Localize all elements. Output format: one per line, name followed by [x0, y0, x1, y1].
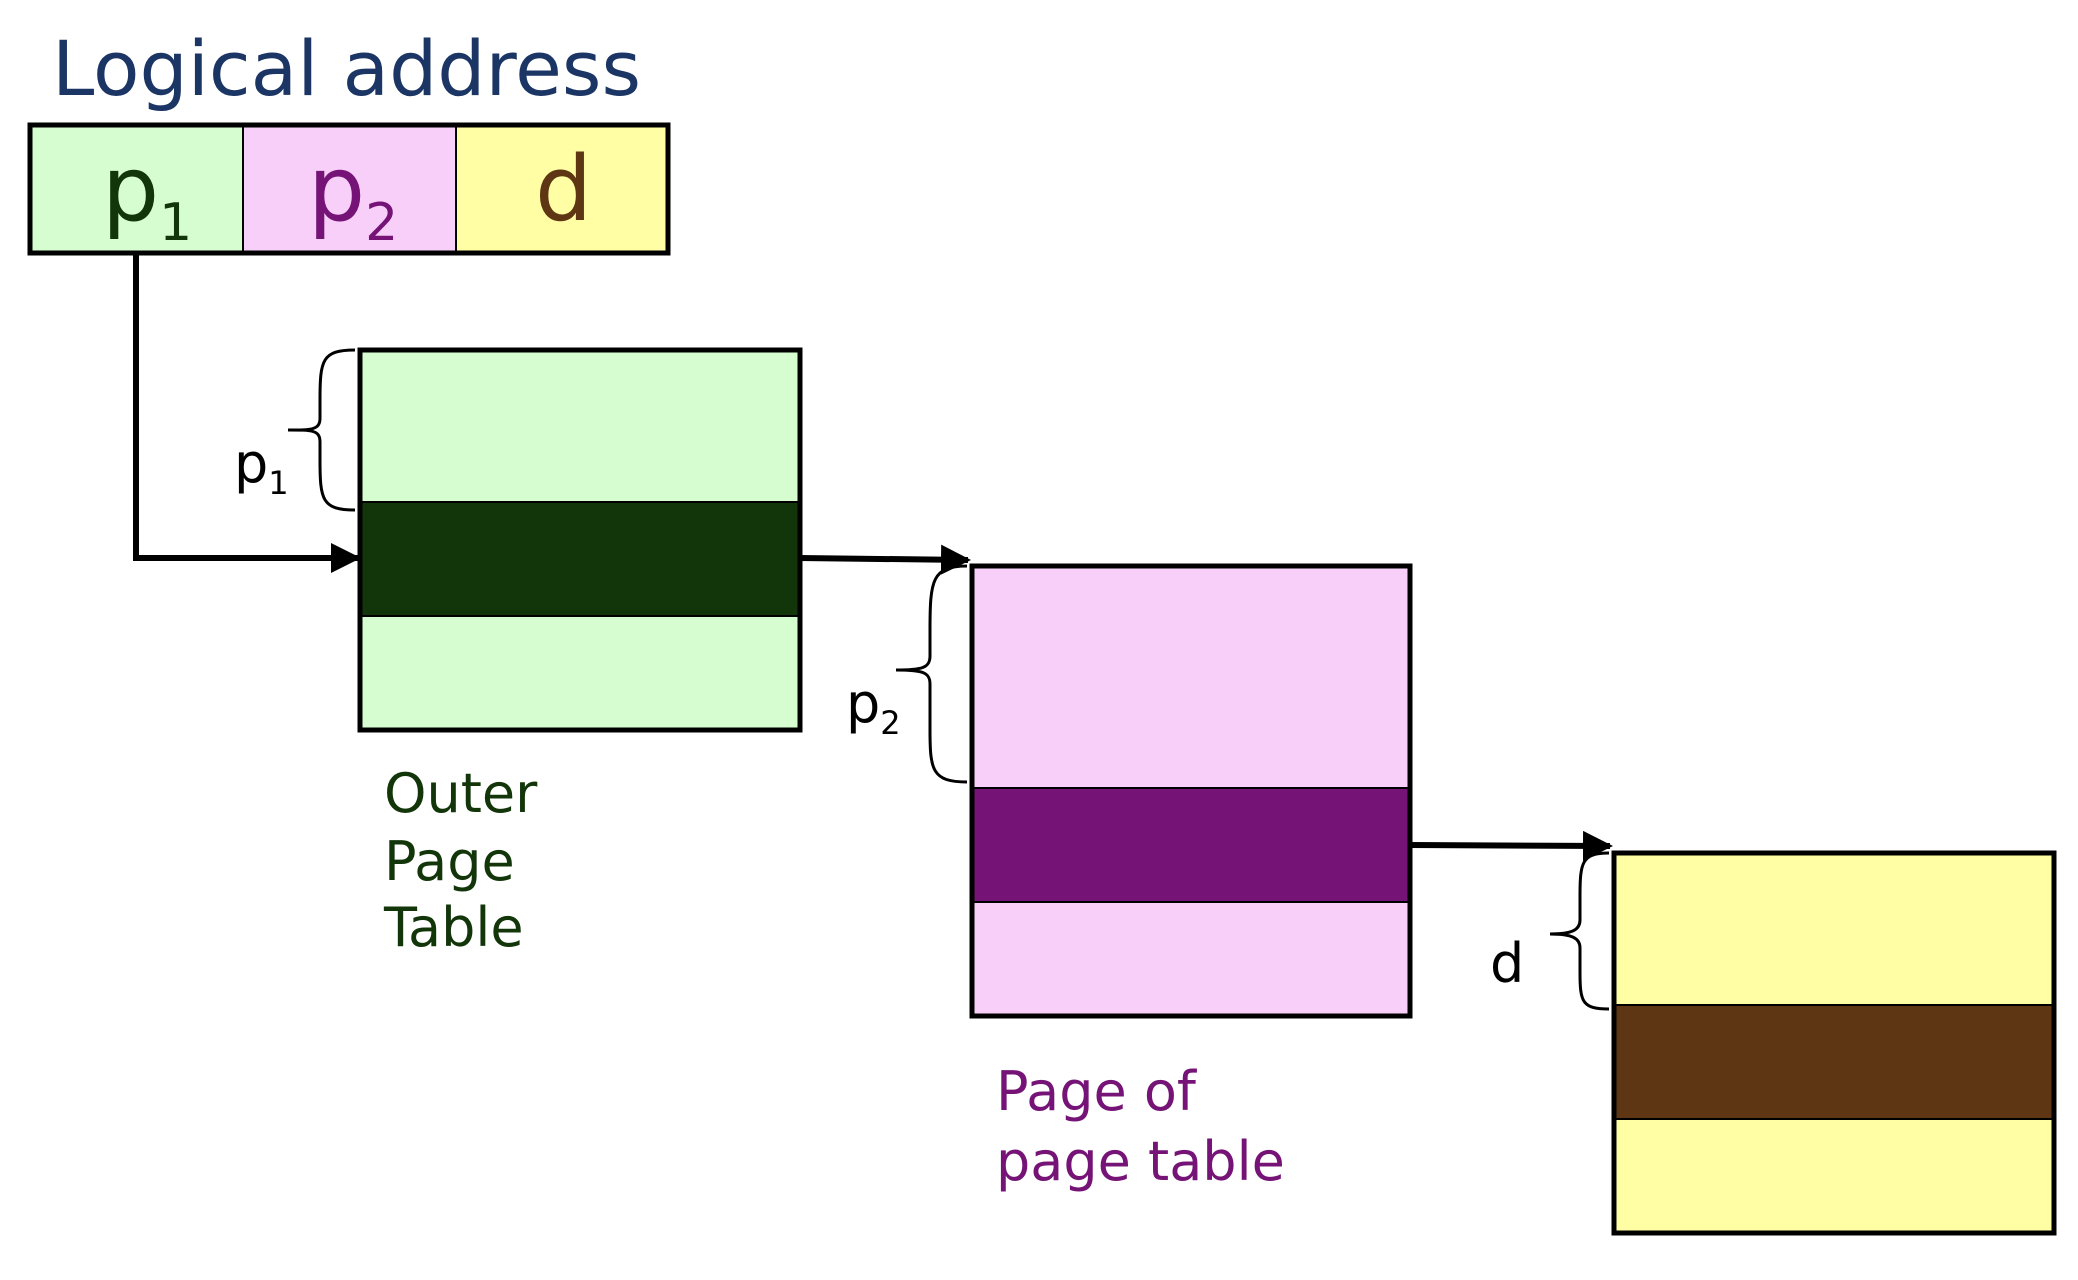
- outer-page-table-caption: Outer Page Table: [383, 762, 555, 959]
- inner-offset-brace: [895, 564, 968, 784]
- segment-d-box: [456, 125, 668, 253]
- frame-offset-label: d: [1490, 932, 1524, 995]
- segment-p1-label: p1: [102, 137, 192, 253]
- outer-offset-label: p1: [234, 432, 289, 502]
- outer-to-inner-arrow: [799, 544, 971, 575]
- logical-address-bar: p1 p2 d: [27, 122, 671, 256]
- inner-page-table-entry: [972, 788, 1410, 902]
- segment-p2-label: p2: [308, 137, 398, 253]
- outer-page-table: [357, 347, 803, 733]
- outer-page-table-entry: [360, 502, 800, 616]
- p1-arrow: [133, 253, 361, 573]
- segment-d-label: d: [535, 137, 592, 242]
- physical-frame: [1611, 850, 2057, 1236]
- segment-p1-box: [30, 125, 243, 253]
- inner-page-table: [969, 563, 1413, 1019]
- inner-offset-label: p2: [846, 672, 901, 742]
- inner-page-table-caption: Page of page table: [996, 1060, 1285, 1193]
- physical-frame-entry: [1614, 1005, 2054, 1119]
- segment-p2-box: [243, 125, 456, 253]
- frame-offset-brace: [1549, 851, 1610, 1011]
- logical-address-title: Logical address: [52, 24, 641, 113]
- outer-offset-brace: [287, 348, 356, 512]
- inner-to-frame-arrow: [1409, 830, 1613, 861]
